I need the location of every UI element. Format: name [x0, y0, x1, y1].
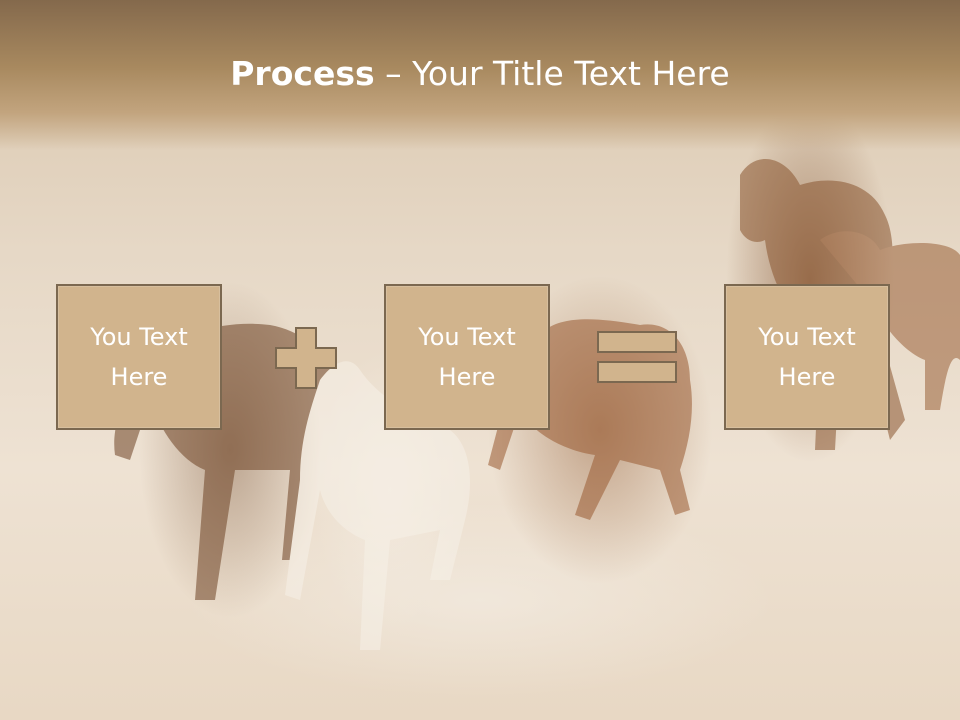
result-box-text: You Text Here [758, 323, 856, 391]
result-box[interactable]: You Text Here [724, 284, 890, 430]
step-box-2-text: You Text Here [418, 323, 516, 391]
step-box-2[interactable]: You Text Here [384, 284, 550, 430]
equals-icon[interactable] [596, 330, 678, 384]
title-rest: – Your Title Text Here [374, 54, 730, 93]
step-box-1[interactable]: You Text Here [56, 284, 222, 430]
plus-icon[interactable] [274, 326, 338, 390]
title-bold: Process [230, 54, 375, 93]
slide-title[interactable]: Process – Your Title Text Here [0, 52, 960, 96]
title-bar [0, 0, 960, 150]
step-box-1-text: You Text Here [90, 323, 188, 391]
